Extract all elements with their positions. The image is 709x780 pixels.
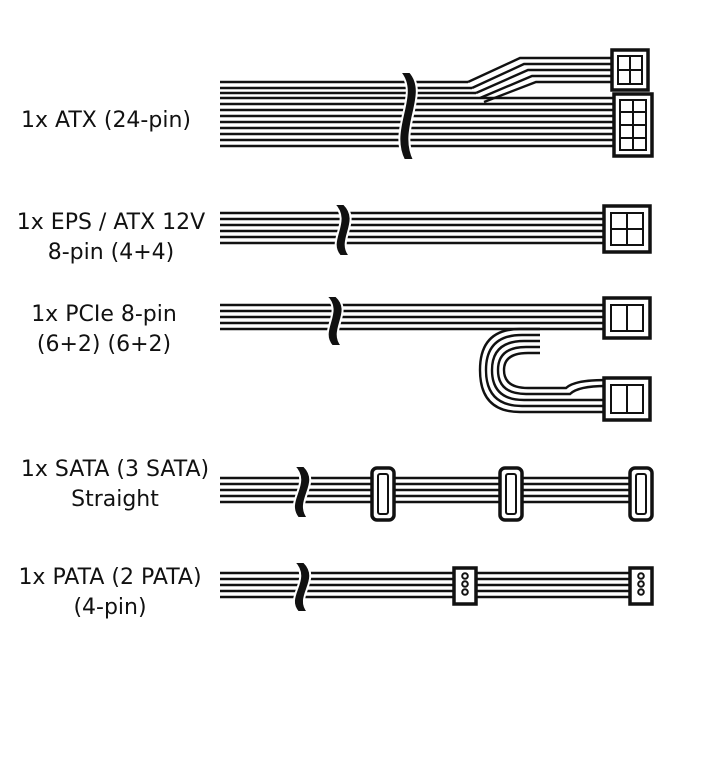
- sata-cable-label: 1x SATA (3 SATA) Straight: [4, 455, 226, 515]
- eps-label-line-1: 1x EPS / ATX 12V: [16, 210, 206, 235]
- eps-label-line-2: 8-pin (4+4): [47, 240, 175, 265]
- pata-label-line-1: 1x PATA (2 PATA): [18, 565, 202, 590]
- pcie-label-line-2: (6+2) (6+2): [36, 332, 172, 357]
- atx-label-line-1: 1x ATX (24-pin): [21, 108, 191, 133]
- atx-cable-label: 1x ATX (24-pin): [4, 106, 208, 136]
- sata-label-line-1: 1x SATA (3 SATA): [20, 457, 210, 482]
- pcie-cable: [220, 295, 652, 422]
- eps-cable: [220, 203, 652, 257]
- eps-cable-label: 1x EPS / ATX 12V 8-pin (4+4): [4, 208, 218, 268]
- atx-cable: [220, 48, 654, 161]
- pata-cable-label: 1x PATA (2 PATA) (4-pin): [4, 563, 216, 623]
- sata-label-line-2: Straight: [71, 487, 159, 512]
- pata-label-line-2: (4-pin): [73, 595, 147, 620]
- pcie-label-line-1: 1x PCIe 8-pin: [31, 302, 177, 327]
- pata-cable: [220, 561, 654, 613]
- sata-cable: [220, 465, 654, 522]
- pcie-cable-label: 1x PCIe 8-pin (6+2) (6+2): [4, 300, 204, 360]
